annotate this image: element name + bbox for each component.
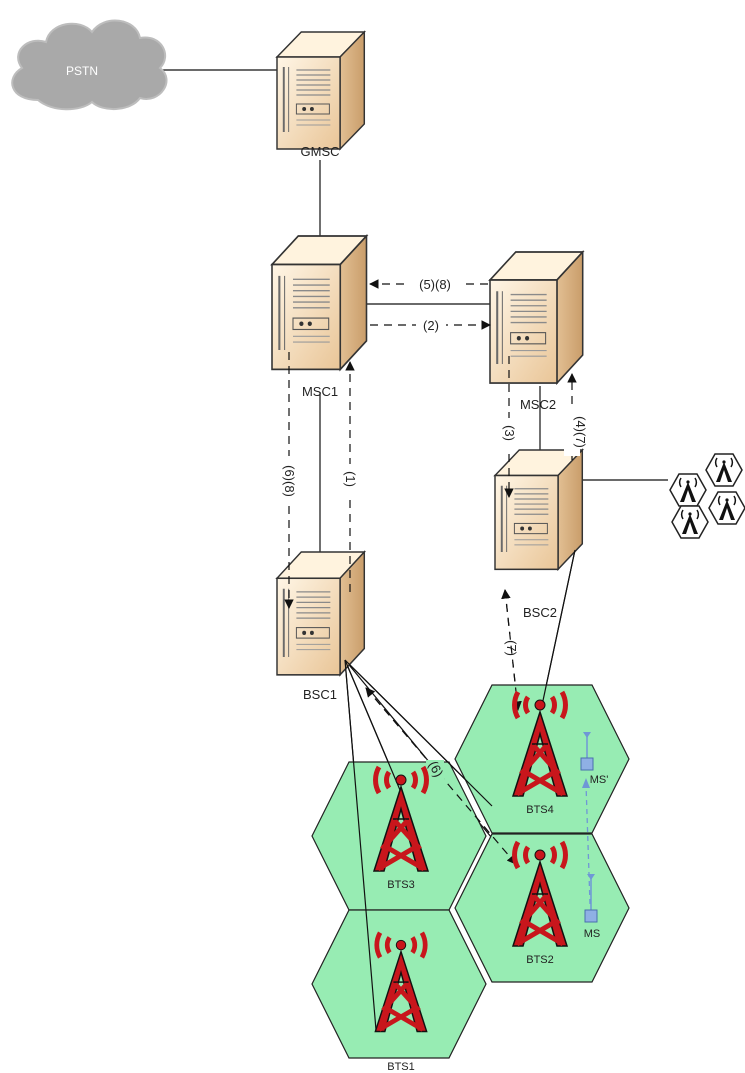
msc1-server [270, 234, 368, 371]
bts3-label: BTS3 [387, 879, 415, 891]
msg-label-1: (1) [343, 471, 358, 487]
msg-label-5-8: (5)(8) [419, 277, 451, 292]
pstn-cloud: PSTN [11, 19, 168, 111]
gmsc-server [276, 31, 366, 150]
cell-bts4 [454, 684, 630, 834]
cell-bts1 [311, 909, 487, 1059]
ms-label: MS [584, 928, 601, 940]
pstn-label: PSTN [66, 64, 98, 78]
bsc2-label: BSC2 [523, 605, 557, 620]
bts1-label: BTS1 [387, 1061, 415, 1073]
bsc1-server [275, 550, 366, 676]
msg-label-6-8: (6)(8) [282, 465, 297, 497]
msg-label-3: (3) [502, 425, 517, 441]
cell-cluster-icon [669, 453, 745, 539]
bsc1-label: BSC1 [303, 687, 337, 702]
msg-label-4-7: (4)(7) [573, 416, 588, 448]
bts2-label: BTS2 [526, 954, 554, 966]
ms-prime-device [580, 732, 594, 771]
bts4-label: BTS4 [526, 804, 554, 816]
msg-label-6: (6) [426, 758, 447, 779]
msc2-label: MSC2 [520, 397, 556, 412]
bsc2-server [493, 448, 584, 571]
msc2-server [488, 250, 584, 385]
msg-label-2: (2) [423, 318, 439, 333]
ms-prime-label: MS' [590, 774, 609, 786]
ms-movement-arrow [585, 783, 591, 905]
gmsc-label: GMSC [301, 144, 340, 159]
msc1-label: MSC1 [302, 384, 338, 399]
